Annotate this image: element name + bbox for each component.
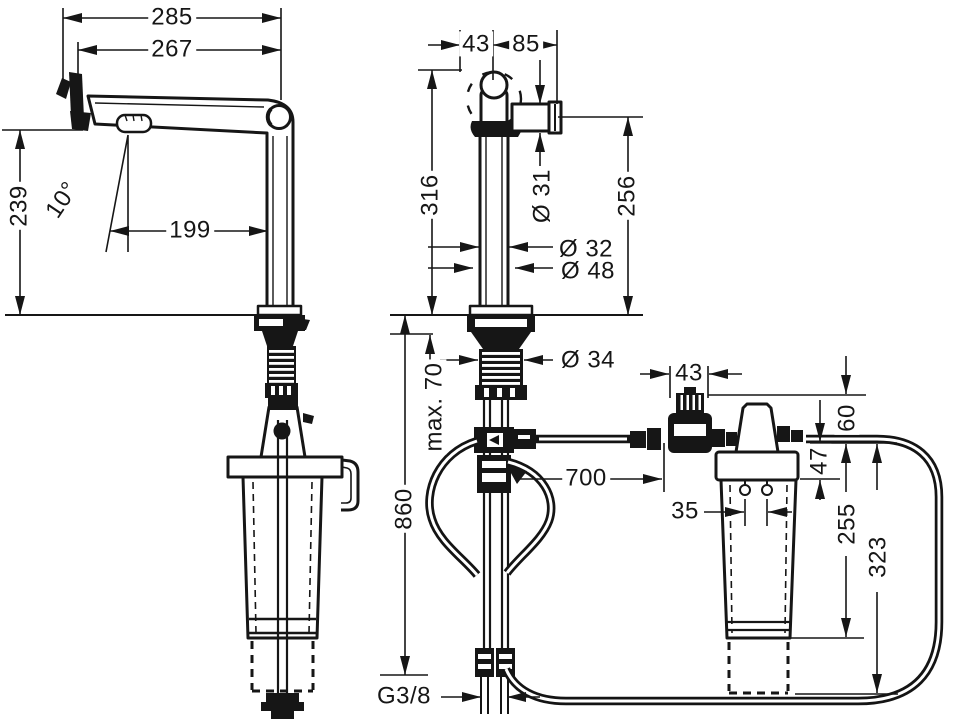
dim-spout-reach-overall: 285 <box>148 4 196 30</box>
dim-spout-height: 239 <box>5 182 32 230</box>
front-view-faucet <box>390 70 643 714</box>
dim-body-height: 316 <box>416 171 443 219</box>
pressure-reducer <box>630 387 737 453</box>
dim-outlet-diameter: Ø 31 <box>528 165 555 227</box>
dim-port-spacing: 35 <box>668 498 702 524</box>
dim-reducer-width: 43 <box>672 360 706 386</box>
filter-cartridge <box>714 402 803 695</box>
dim-outlet-to-pillar: 199 <box>166 217 214 243</box>
dim-filter-height: 255 <box>833 500 860 548</box>
dim-outlet-height: 256 <box>613 172 640 220</box>
dim-max-counter-thickness: max. 70 <box>420 359 447 455</box>
side-view-faucet <box>5 72 360 719</box>
dim-spout-reach: 267 <box>148 36 196 62</box>
dim-thread-size: G3/8 <box>373 683 435 709</box>
dim-base-diameter: Ø 48 <box>557 258 619 284</box>
dim-spout-offset: 85 <box>509 31 543 57</box>
dim-reducer-clearance: 60 <box>833 401 860 435</box>
dim-filter-total-height: 323 <box>864 533 891 581</box>
dim-shank-diameter: Ø 34 <box>557 347 619 373</box>
dim-head-clearance: 47 <box>805 444 832 478</box>
dim-supply-hose-length: 700 <box>562 465 610 491</box>
dim-hose-length: 860 <box>390 485 417 533</box>
spout-head <box>56 72 91 131</box>
dim-handle-width: 43 <box>459 31 493 57</box>
dim-pillar-diameter: Ø 32 <box>555 236 617 262</box>
